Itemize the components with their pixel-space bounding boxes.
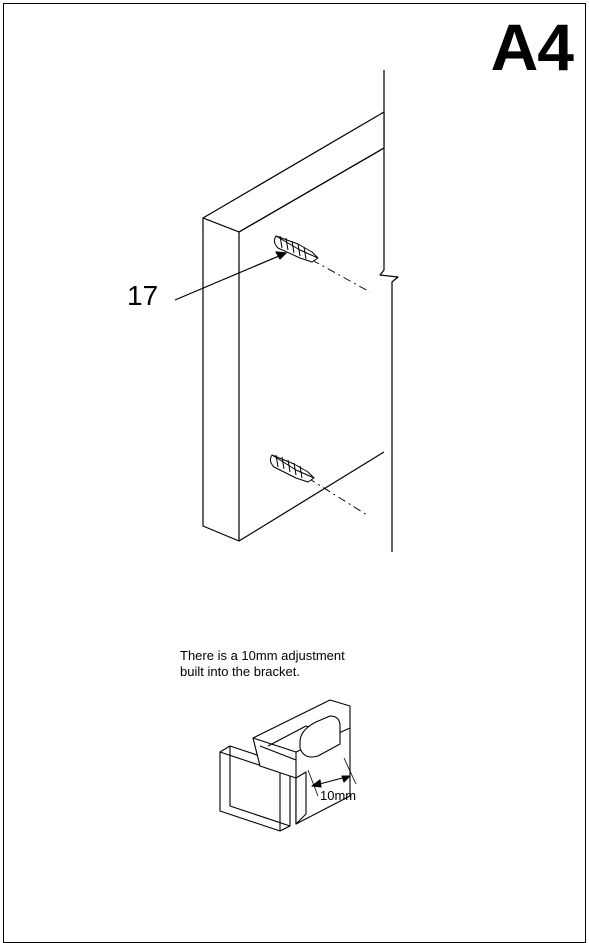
part-number-callout: 17 (127, 280, 159, 311)
adjustment-note: There is a 10mm adjustment built into th… (180, 648, 345, 679)
step-label: A4 (490, 10, 574, 84)
dimension-label: 10mm (320, 788, 357, 803)
bracket-assembly-icon (220, 700, 356, 831)
wall-plug-icon (274, 236, 318, 262)
centre-line-icon (308, 260, 370, 515)
wall-edge-line (380, 70, 398, 552)
wall-plug-icon (270, 455, 314, 482)
wall-panel-icon (203, 112, 384, 541)
callout-leader (175, 252, 286, 300)
